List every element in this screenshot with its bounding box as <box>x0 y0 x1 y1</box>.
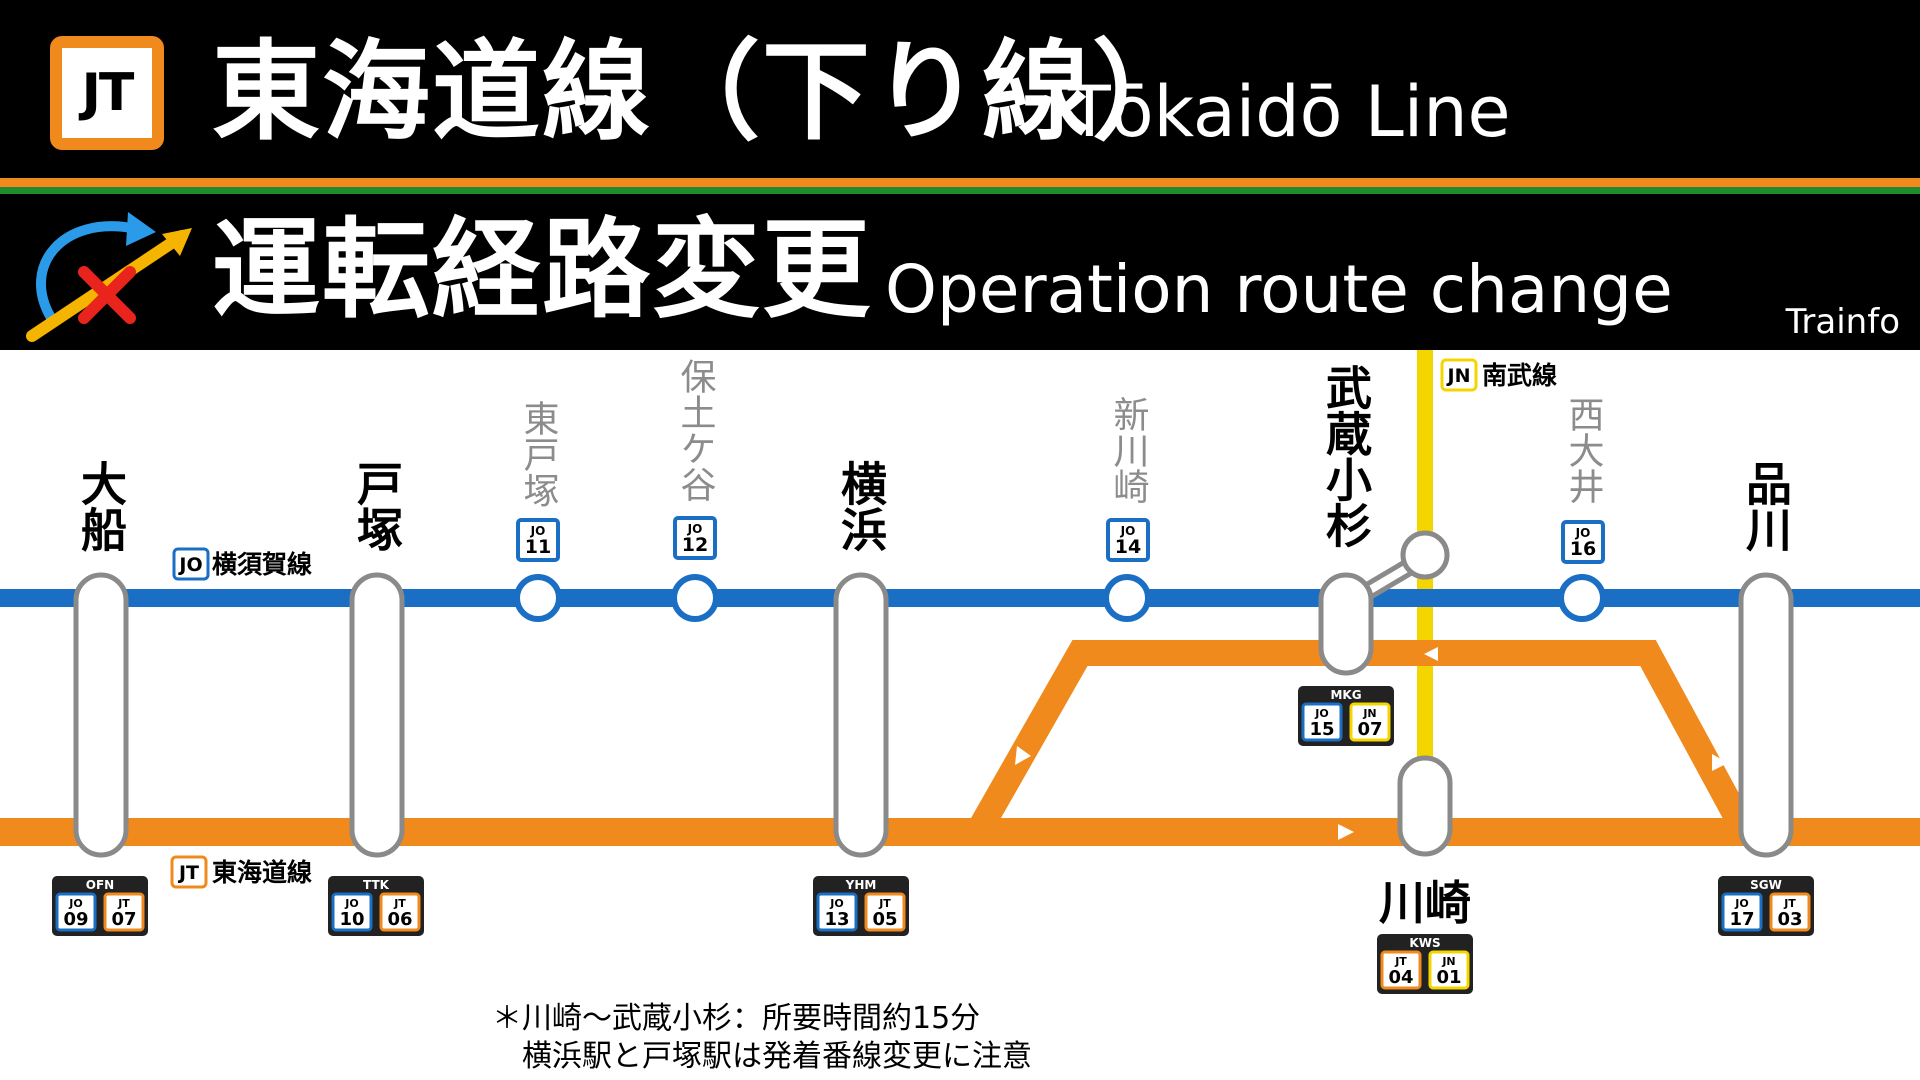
number-badge-yokohama: YHM JO 13 JT 05 <box>813 876 909 936</box>
station-name-hodogaya: 保土ケ谷 <box>675 358 717 502</box>
number-badge-num: 06 <box>387 909 412 930</box>
number-badge-line: JO <box>530 524 546 538</box>
footnotes: ＊川崎～武蔵小杉：所要時間約15分 横浜駅と戸塚駅は発着番線変更に注意 <box>492 1000 1132 1076</box>
station-name-nishi-oi: 西大井 <box>1563 396 1604 504</box>
station-marker-musashi-kosugi <box>1318 572 1374 676</box>
number-badge-num: 03 <box>1777 909 1802 930</box>
green-stripe <box>0 187 1920 194</box>
number-badge-num: 04 <box>1388 967 1413 988</box>
number-badge-line: JT <box>393 897 406 910</box>
nambu-line-code: JN <box>1446 365 1471 387</box>
number-badge-line: JT <box>878 897 891 910</box>
number-badge-num: 01 <box>1436 967 1461 988</box>
route-change-icon <box>26 212 192 342</box>
number-badge-num: 14 <box>1115 536 1141 558</box>
station-name-musashi-kosugi: 武蔵小杉 <box>1319 364 1373 548</box>
number-badge-line: JT <box>117 897 130 910</box>
number-badge-code: SGW <box>1750 878 1782 892</box>
number-badge-hodogaya: JO 12 <box>673 516 717 560</box>
station-marker-ofuna <box>73 572 129 858</box>
detour-arrow-2 <box>1712 754 1728 771</box>
line-title-jp: 東海道線（下り線） <box>212 30 1203 155</box>
number-badge-num: 12 <box>682 534 708 556</box>
number-badge-line: JO <box>687 522 703 536</box>
number-badge-num: 07 <box>111 909 136 930</box>
route-map: JO 横須賀線 JT 東海道線 JN 南武線 大船 戸塚 東戸塚 保土ケ谷 横浜… <box>0 350 1920 994</box>
station-name-shin-kawasaki: 新川崎 <box>1108 396 1149 504</box>
number-badge-line: JO <box>1734 897 1748 910</box>
jt-line-badge: JT <box>50 36 164 150</box>
number-badge-line: JN <box>1362 707 1376 720</box>
tokaido-direction-arrow <box>1338 824 1354 840</box>
nambu-line-code-box <box>1440 358 1478 392</box>
number-badge-line: JO <box>1120 524 1136 538</box>
number-badge-num: 05 <box>872 909 897 930</box>
number-badge-num: 17 <box>1729 909 1754 930</box>
number-badge-num: 16 <box>1570 538 1596 560</box>
station-marker-hodogaya <box>671 574 719 622</box>
number-badge-code: YHM <box>845 878 877 892</box>
station-marker-higashi-totsuka <box>514 574 562 622</box>
station-name-higashi-totsuka: 東戸塚 <box>518 400 559 508</box>
tokaido-line-code: JT <box>177 862 199 884</box>
brand-logo: Trainfo <box>1785 302 1900 342</box>
number-badge-code: TTK <box>363 878 390 892</box>
number-badge-nishi-oi: JO 16 <box>1561 520 1605 564</box>
yokosuka-line-name: 横須賀線 <box>212 550 312 579</box>
number-badge-code: OFN <box>86 878 114 892</box>
station-name-ofuna: 大船 <box>74 460 128 553</box>
number-badge-line: JO <box>829 897 843 910</box>
jt-line-badge-label: JT <box>81 63 135 123</box>
number-badge-num: 07 <box>1357 719 1382 740</box>
number-badge-code: MKG <box>1330 688 1361 702</box>
station-marker-nishi-oi <box>1558 574 1606 622</box>
number-badge-code: KWS <box>1409 936 1440 950</box>
number-badge-musashi-kosugi: MKG JO 15 JN 07 <box>1298 686 1394 746</box>
number-badge-num: 15 <box>1309 719 1334 740</box>
notice-title-en: Operation route change <box>885 251 1673 328</box>
number-badge-line: JO <box>1314 707 1328 720</box>
station-marker-musashi-kosugi-nambu <box>1400 530 1450 580</box>
number-badge-totsuka: TTK JO 10 JT 06 <box>328 876 424 936</box>
footnote-travel-time: ＊川崎～武蔵小杉：所要時間約15分 <box>492 1001 981 1036</box>
number-badge-num: 11 <box>525 536 551 558</box>
tokaido-line-code-box <box>170 855 208 889</box>
number-badge-num: 13 <box>824 909 849 930</box>
tokaido-line-name: 東海道線 <box>212 858 312 887</box>
station-name-totsuka: 戸塚 <box>350 460 404 552</box>
station-marker-totsuka <box>349 572 405 858</box>
line-title-en: Tōkaidō Line <box>1068 71 1511 153</box>
header-banner: JT 東海道線（下り線） Tōkaidō Line 運転経路変更 Operati… <box>0 0 1920 350</box>
number-badge-higashi-totsuka: JO 11 <box>516 518 560 562</box>
station-name-shinagawa: 品川 <box>1739 460 1793 552</box>
number-badge-line: JT <box>1783 897 1796 910</box>
station-name-kawasaki: 川崎 <box>1379 876 1471 930</box>
station-marker-shinagawa <box>1738 572 1794 858</box>
number-badge-line: JO <box>344 897 358 910</box>
number-badge-line: JT <box>1394 955 1407 968</box>
nambu-line-name: 南武線 <box>1482 361 1557 390</box>
notice-title-jp: 運転経路変更 <box>212 208 873 333</box>
number-badge-line: JN <box>1441 955 1455 968</box>
number-badge-ofuna: OFN JO 09 JT 07 <box>52 876 148 936</box>
yokosuka-line-code-box <box>172 547 210 581</box>
yokosuka-line-code: JO <box>177 554 202 576</box>
station-marker-yokohama <box>833 572 889 858</box>
number-badge-shinagawa: SGW JO 17 JT 03 <box>1718 876 1814 936</box>
orange-stripe <box>0 178 1920 187</box>
number-badge-line: JO <box>1575 526 1591 540</box>
number-badge-shin-kawasaki: JO 14 <box>1106 518 1150 562</box>
number-badge-line: JO <box>68 897 82 910</box>
station-name-yokohama: 横浜 <box>834 460 888 552</box>
number-badge-kawasaki: KWS JT 04 JN 01 <box>1377 934 1473 994</box>
station-marker-shin-kawasaki <box>1103 574 1151 622</box>
detour-arrow-1 <box>1015 746 1031 765</box>
number-badge-num: 10 <box>339 909 364 930</box>
station-marker-kawasaki <box>1397 755 1453 857</box>
nambu-direction-arrow <box>1424 647 1438 661</box>
footnote-platform-change: 横浜駅と戸塚駅は発着番線変更に注意 <box>522 1039 1032 1074</box>
number-badge-num: 09 <box>63 909 88 930</box>
